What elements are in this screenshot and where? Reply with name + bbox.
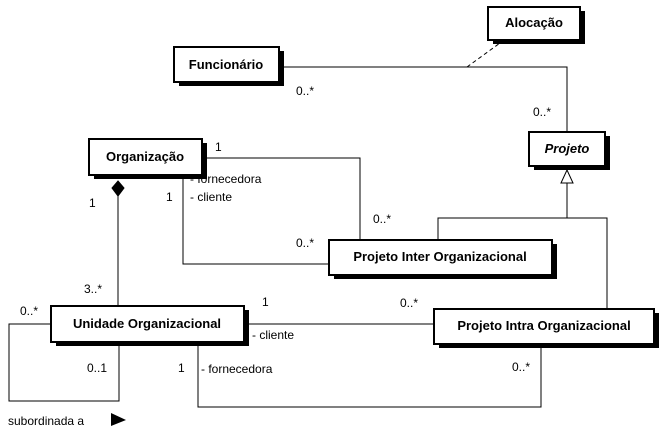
- role-unidade-fornecedora: - fornecedora: [201, 362, 273, 376]
- assoc-name-subordinada: subordinada a: [8, 414, 84, 428]
- mult-func-alocacao: 0..*: [296, 84, 314, 98]
- mult-unidade-intra-cliente: 1: [262, 295, 269, 309]
- class-organizacao-label: Organização: [106, 149, 184, 164]
- role-org-cliente: - cliente: [190, 190, 232, 204]
- class-funcionario[interactable]: Funcionário: [173, 46, 284, 86]
- role-unidade-cliente: - cliente: [252, 328, 294, 342]
- mult-inter-top: 0..*: [373, 212, 391, 226]
- composition-diamond: [111, 180, 125, 197]
- generalization-arrowhead: [560, 168, 574, 184]
- mult-inter-left: 0..*: [296, 236, 314, 250]
- assoc-unidade-self: [8, 323, 120, 402]
- reading-direction-arrow: [111, 413, 126, 426]
- class-alocacao[interactable]: Alocação: [487, 6, 585, 44]
- mult-org-composition: 1: [89, 196, 96, 210]
- generalization-inter: [437, 217, 608, 310]
- assoc-class-link-alocacao: [466, 42, 501, 68]
- assoc-funcionario-projeto: [283, 66, 568, 132]
- mult-intra-fornecedora: 0..*: [512, 360, 530, 374]
- mult-unidade-composition: 3..*: [84, 282, 102, 296]
- mult-unidade-self-top: 0..*: [20, 304, 38, 318]
- mult-unidade-self-bottom: 0..1: [87, 361, 107, 375]
- class-projeto-inter-label: Projeto Inter Organizacional: [353, 249, 526, 264]
- assoc-org-inter-fornecedora: [206, 157, 361, 240]
- class-unidade[interactable]: Unidade Organizacional: [50, 305, 249, 346]
- role-org-fornecedora: - fornecedora: [190, 172, 262, 186]
- class-unidade-label: Unidade Organizacional: [73, 316, 221, 331]
- mult-org-inter-left: 1: [166, 190, 173, 204]
- class-alocacao-label: Alocação: [505, 15, 563, 30]
- class-projeto-inter[interactable]: Projeto Inter Organizacional: [328, 239, 557, 279]
- class-projeto-label: Projeto: [545, 141, 590, 156]
- mult-intra-cliente: 0..*: [400, 296, 418, 310]
- assoc-unidade-intra-fornecedora: [197, 344, 542, 408]
- assoc-org-inter-cliente: [182, 178, 330, 265]
- mult-projeto-alocacao: 0..*: [533, 105, 551, 119]
- class-projeto-intra-label: Projeto Intra Organizacional: [457, 318, 630, 333]
- class-organizacao[interactable]: Organização: [88, 138, 207, 179]
- class-projeto-intra[interactable]: Projeto Intra Organizacional: [433, 308, 659, 348]
- class-projeto[interactable]: Projeto: [528, 131, 610, 170]
- class-funcionario-label: Funcionário: [189, 57, 263, 72]
- mult-unidade-intra-fornecedora: 1: [178, 361, 185, 375]
- mult-org-inter-top: 1: [215, 140, 222, 154]
